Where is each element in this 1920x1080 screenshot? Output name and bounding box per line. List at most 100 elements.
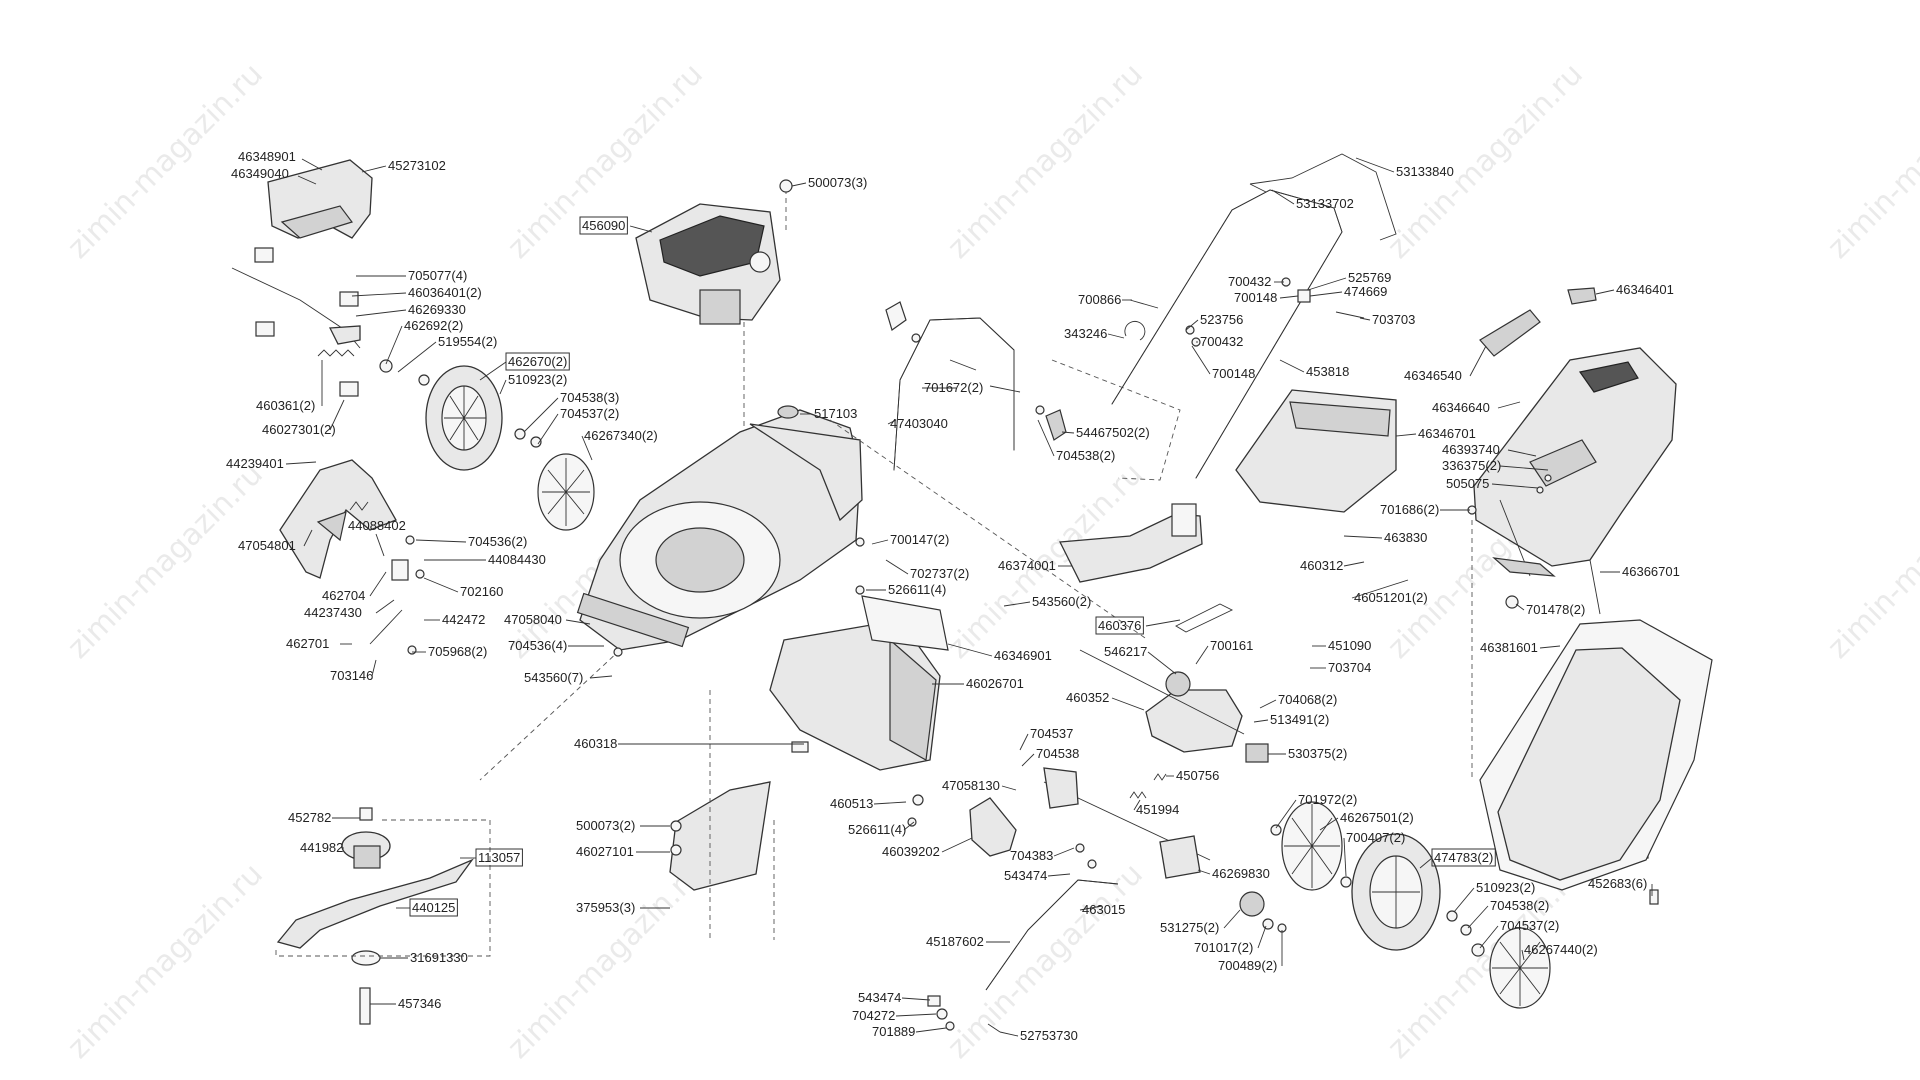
part-label-705077[interactable]: 705077(4) <box>408 268 467 283</box>
lever-hardware[interactable] <box>927 843 1097 1033</box>
part-label-700161[interactable]: 700161 <box>1210 638 1253 653</box>
part-label-474669[interactable]: 474669 <box>1344 284 1387 299</box>
part-label-46036401[interactable]: 46036401(2) <box>408 285 482 300</box>
part-label-31691330[interactable]: 31691330 <box>410 950 468 965</box>
part-label-523756[interactable]: 523756 <box>1200 312 1243 327</box>
cover-panel-46346701[interactable] <box>1235 389 1397 513</box>
part-label-510923b[interactable]: 510923(2) <box>1476 880 1535 895</box>
part-label-343246[interactable]: 343246 <box>1064 326 1107 341</box>
part-label-462692[interactable]: 462692(2) <box>404 318 463 333</box>
part-label-113057[interactable]: 113057 <box>478 850 520 865</box>
lever-46039202[interactable] <box>969 797 1017 857</box>
bushing-517103[interactable] <box>777 405 799 419</box>
part-label-704537b[interactable]: 704537 <box>1030 726 1073 741</box>
part-label-336375[interactable]: 336375(2) <box>1442 458 1501 473</box>
part-label-700407[interactable]: 700407(2) <box>1346 830 1405 845</box>
part-label-474783[interactable]: 474783(2) <box>1434 850 1493 865</box>
bag-frame-46366701[interactable] <box>1492 499 1601 615</box>
part-label-700148b[interactable]: 700148 <box>1212 366 1255 381</box>
part-label-46348901[interactable]: 46348901 <box>238 149 296 164</box>
grass-bag-basket-46381601[interactable] <box>1479 619 1713 891</box>
part-label-46374001[interactable]: 46374001 <box>998 558 1056 573</box>
mulching-lever-parts[interactable] <box>349 501 425 655</box>
part-label-701478[interactable]: 701478(2) <box>1526 602 1585 617</box>
part-label-452782[interactable]: 452782 <box>288 810 331 825</box>
part-label-702737[interactable]: 702737(2) <box>910 566 969 581</box>
part-label-517103[interactable]: 517103 <box>814 406 857 421</box>
part-label-46381601[interactable]: 46381601 <box>1480 640 1538 655</box>
part-label-53133840[interactable]: 53133840 <box>1396 164 1454 179</box>
grass-chute-46026701[interactable] <box>769 619 941 771</box>
washers-front-wheel[interactable] <box>379 359 542 448</box>
part-label-452683[interactable]: 452683(6) <box>1588 876 1647 891</box>
rear-hubcap-46267501[interactable] <box>1281 801 1343 891</box>
part-label-47054801[interactable]: 47054801 <box>238 538 296 553</box>
part-label-450756[interactable]: 450756 <box>1176 768 1219 783</box>
part-label-703703[interactable]: 703703 <box>1372 312 1415 327</box>
part-label-704383[interactable]: 704383 <box>1010 848 1053 863</box>
part-label-526611b[interactable]: 526611(4) <box>848 822 906 837</box>
part-label-44088402[interactable]: 44088402 <box>348 518 406 533</box>
part-label-46027101[interactable]: 46027101 <box>576 844 634 859</box>
part-label-44239401[interactable]: 44239401 <box>226 456 284 471</box>
part-label-543560a[interactable]: 543560(7) <box>524 670 583 685</box>
springs-450756-451994[interactable] <box>1129 773 1167 799</box>
part-label-704538c[interactable]: 704538 <box>1036 746 1079 761</box>
part-label-701672[interactable]: 701672(2) <box>924 380 983 395</box>
part-label-460312[interactable]: 460312 <box>1300 558 1343 573</box>
part-label-46051201[interactable]: 46051201(2) <box>1354 590 1428 605</box>
part-label-700147[interactable]: 700147(2) <box>890 532 949 547</box>
part-label-460513[interactable]: 460513 <box>830 796 873 811</box>
part-label-46269330[interactable]: 46269330 <box>408 302 466 317</box>
part-label-500073b[interactable]: 500073(2) <box>576 818 635 833</box>
part-label-457346[interactable]: 457346 <box>398 996 441 1011</box>
part-label-460318[interactable]: 460318 <box>574 736 617 751</box>
part-label-375953[interactable]: 375953(3) <box>576 900 635 915</box>
part-label-700148a[interactable]: 700148 <box>1234 290 1277 305</box>
engine[interactable] <box>635 203 781 325</box>
height-adjuster-cover[interactable] <box>267 159 373 239</box>
part-label-701017[interactable]: 701017(2) <box>1194 940 1253 955</box>
part-label-45273102[interactable]: 45273102 <box>388 158 446 173</box>
part-label-505075[interactable]: 505075 <box>1446 476 1489 491</box>
part-label-54467502[interactable]: 54467502(2) <box>1076 425 1150 440</box>
part-label-46393740[interactable]: 46393740 <box>1442 442 1500 457</box>
part-label-705968[interactable]: 705968(2) <box>428 644 487 659</box>
part-label-440125[interactable]: 440125 <box>412 900 455 915</box>
part-label-700432a[interactable]: 700432 <box>1228 274 1271 289</box>
pawl-530375[interactable] <box>1245 743 1269 763</box>
part-label-704536b[interactable]: 704536(4) <box>508 638 567 653</box>
handle-bolts[interactable] <box>949 359 1067 441</box>
part-label-451090[interactable]: 451090 <box>1328 638 1371 653</box>
bag-parts-46346540[interactable] <box>1479 287 1597 357</box>
part-label-46026701[interactable]: 46026701 <box>966 676 1024 691</box>
part-label-513491[interactable]: 513491(2) <box>1270 712 1329 727</box>
control-bail-53133840[interactable] <box>1249 153 1397 241</box>
rear-hubcap-46267440[interactable] <box>1489 927 1551 1009</box>
part-label-500073a[interactable]: 500073(3) <box>808 175 867 190</box>
transmission-460352[interactable] <box>1079 649 1245 753</box>
rear-axle[interactable] <box>1043 767 1211 879</box>
flap-46346901[interactable] <box>861 595 949 651</box>
part-label-46027301[interactable]: 46027301(2) <box>262 422 336 437</box>
handle-knob-left[interactable] <box>885 301 921 343</box>
part-label-47058040[interactable]: 47058040 <box>504 612 562 627</box>
part-label-519554[interactable]: 519554(2) <box>438 334 497 349</box>
part-label-460361[interactable]: 460361(2) <box>256 398 315 413</box>
bracket-46027101[interactable] <box>669 781 771 891</box>
part-label-441982[interactable]: 441982 <box>300 840 343 855</box>
part-label-46346640[interactable]: 46346640 <box>1432 400 1490 415</box>
part-label-531275[interactable]: 531275(2) <box>1160 920 1219 935</box>
part-label-546217[interactable]: 546217 <box>1104 644 1147 659</box>
front-axle-rod[interactable] <box>231 267 361 349</box>
part-label-700432b[interactable]: 700432 <box>1200 334 1243 349</box>
part-label-52753730[interactable]: 52753730 <box>1020 1028 1078 1043</box>
height-lever-45187602[interactable] <box>985 879 1119 991</box>
part-label-525769[interactable]: 525769 <box>1348 270 1391 285</box>
part-label-530375[interactable]: 530375(2) <box>1288 746 1347 761</box>
part-label-46039202[interactable]: 46039202 <box>882 844 940 859</box>
gear-531275[interactable] <box>1239 891 1287 933</box>
part-label-704272[interactable]: 704272 <box>852 1008 895 1023</box>
nut-500073[interactable] <box>779 179 793 193</box>
part-label-702160[interactable]: 702160 <box>460 584 503 599</box>
